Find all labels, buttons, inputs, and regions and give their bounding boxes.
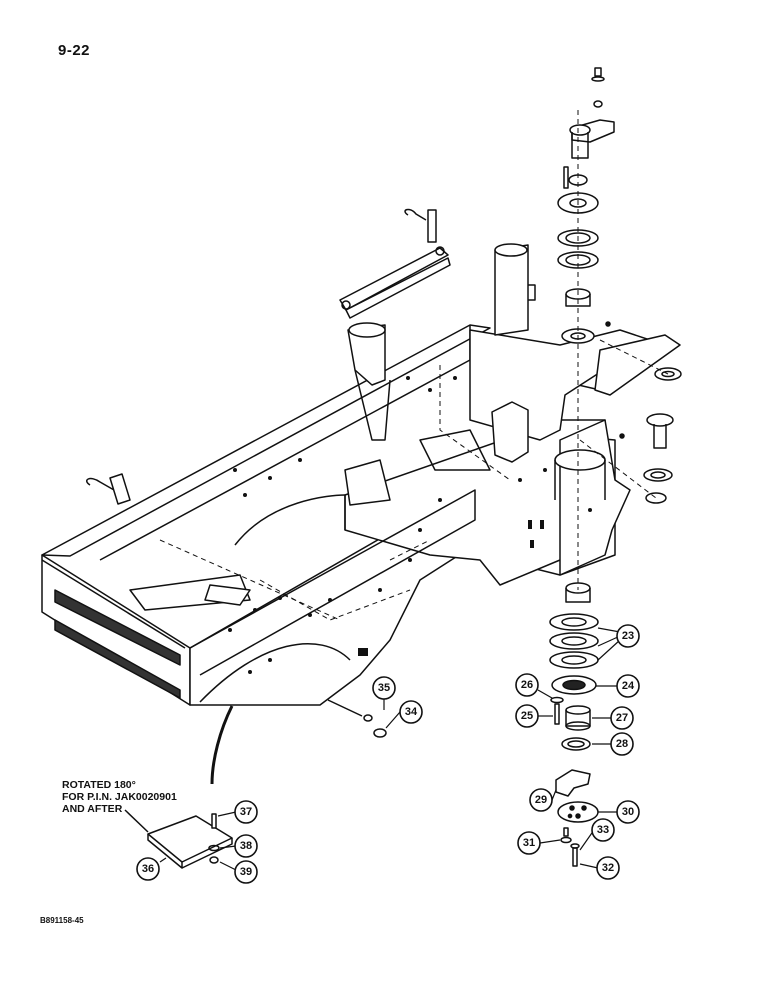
inset-leader — [210, 705, 234, 785]
lower-pivot-stack — [549, 582, 599, 867]
svg-text:29: 29 — [535, 794, 547, 806]
callout-28: 28 — [610, 732, 634, 756]
callout-27: 27 — [610, 706, 634, 730]
callout-30: 30 — [616, 800, 640, 824]
callout-25: 25 — [515, 704, 539, 728]
callout-35: 35 — [372, 676, 396, 700]
callout-23: 23 — [616, 624, 640, 648]
svg-text:35: 35 — [378, 682, 390, 694]
svg-text:26: 26 — [521, 679, 533, 691]
svg-text:28: 28 — [616, 738, 628, 750]
lynch-pin-upper — [404, 208, 437, 243]
svg-text:27: 27 — [616, 712, 628, 724]
svg-text:31: 31 — [523, 837, 535, 849]
assembly-phantom-lines — [159, 110, 669, 621]
svg-text:39: 39 — [240, 866, 252, 878]
svg-text:33: 33 — [597, 824, 609, 836]
svg-text:32: 32 — [602, 862, 614, 874]
callout-33: 33 — [591, 818, 615, 842]
note-leader — [124, 809, 149, 833]
callout-leaders — [159, 627, 621, 871]
drain-plug — [327, 699, 387, 738]
lynch-pin-left — [86, 473, 131, 505]
svg-text:30: 30 — [622, 806, 634, 818]
inset-cover-plate — [147, 813, 233, 869]
callout-29: 29 — [529, 788, 553, 812]
callout-36: 36 — [136, 857, 160, 881]
svg-text:23: 23 — [622, 630, 634, 642]
svg-text:38: 38 — [240, 840, 252, 852]
link-strap — [339, 246, 451, 319]
frame-holes — [228, 376, 592, 674]
callout-32: 32 — [596, 856, 620, 880]
svg-text:24: 24 — [622, 680, 635, 692]
svg-text:37: 37 — [240, 806, 252, 818]
figure-reference: B891158-45 — [40, 916, 84, 925]
svg-text:25: 25 — [521, 710, 533, 722]
right-side-parts — [619, 367, 682, 504]
rotation-note: ROTATED 180° FOR P.I.N. JAK0020901 AND A… — [62, 779, 177, 815]
svg-text:34: 34 — [405, 706, 418, 718]
callout-34: 34 — [399, 700, 423, 724]
callout-24: 24 — [616, 674, 640, 698]
callout-26: 26 — [515, 673, 539, 697]
main-frame — [41, 243, 681, 706]
callout-38: 38 — [234, 834, 258, 858]
callout-37: 37 — [234, 800, 258, 824]
callout-39: 39 — [234, 860, 258, 884]
svg-text:36: 36 — [142, 863, 154, 875]
page-number: 9-22 — [58, 42, 91, 59]
upper-pivot-stack — [557, 67, 615, 344]
callout-31: 31 — [517, 831, 541, 855]
